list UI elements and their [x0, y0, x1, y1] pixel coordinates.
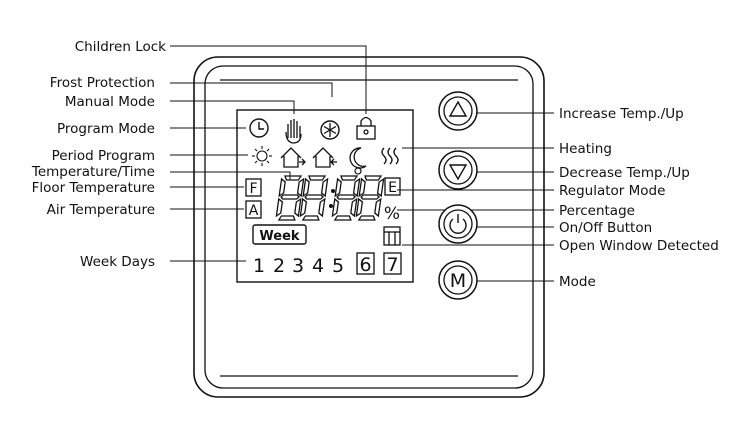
- week-badge: Week: [259, 229, 300, 244]
- label-manual-mode: Manual Mode: [65, 94, 155, 110]
- label-temperature-time: Temperature/Time: [31, 164, 155, 180]
- week-day-1: 1: [253, 255, 265, 277]
- colon-dot-lower: [329, 204, 333, 208]
- snowflake-icon: [320, 120, 340, 140]
- hand-icon: [285, 119, 302, 144]
- week-day-4: 4: [312, 255, 324, 277]
- label-regulator-mode: Regulator Mode: [559, 183, 665, 199]
- leader-children-lock: [170, 45, 367, 114]
- label-program-mode: Program Mode: [57, 121, 155, 137]
- digit-3: [331, 175, 361, 221]
- colon-dot-upper: [331, 189, 335, 193]
- decrease-temp-button[interactable]: [438, 150, 478, 190]
- leader-temperature-time: [170, 171, 291, 180]
- mode-button-letter: M: [450, 270, 466, 292]
- floor-box: [245, 178, 262, 197]
- label-increase-temp: Increase Temp./Up: [559, 106, 684, 122]
- heating-waves-icon: [381, 147, 399, 165]
- label-decrease-temp: Decrease Temp./Up: [559, 165, 690, 181]
- label-air-temperature: Air Temperature: [47, 202, 155, 218]
- power-icon: [449, 214, 467, 234]
- open-window-icon: [383, 226, 401, 246]
- label-children-lock: Children Lock: [75, 39, 166, 55]
- triangle-down-icon: [448, 164, 468, 181]
- digit-1: [275, 175, 305, 221]
- mode-button[interactable]: M: [438, 260, 478, 300]
- temperature-time-digits: [275, 167, 385, 221]
- label-percentage: Percentage: [559, 203, 635, 219]
- digit-4: [355, 175, 385, 221]
- week-day-7-box: [383, 252, 402, 275]
- leader-manual-mode: [170, 100, 295, 114]
- label-on-off-button: On/Off Button: [559, 220, 652, 236]
- increase-temp-button[interactable]: [438, 91, 478, 131]
- week-day-2: 2: [273, 255, 285, 277]
- leader-frost-protection: [170, 82, 333, 97]
- week-day-5: 5: [332, 255, 344, 277]
- clock-icon: [249, 118, 269, 138]
- label-heating: Heating: [559, 141, 612, 157]
- sun-icon: [252, 146, 272, 166]
- label-open-window-detected: Open Window Detected: [559, 238, 719, 254]
- home-arrive-icon: [280, 147, 306, 168]
- label-week-days: Week Days: [80, 254, 155, 270]
- floor-letter: F: [249, 181, 257, 197]
- digit-2: [299, 175, 329, 221]
- label-floor-temperature: Floor Temperature: [32, 180, 155, 196]
- regulator-box: [384, 177, 401, 196]
- percent-symbol: %: [384, 204, 400, 224]
- home-leave-icon: [312, 147, 337, 168]
- moon-icon: [349, 147, 367, 169]
- regulator-letter: E: [388, 180, 397, 196]
- label-mode: Mode: [559, 274, 596, 290]
- on-off-button[interactable]: [438, 204, 478, 244]
- padlock-icon: [356, 116, 376, 140]
- leader-lines: [170, 45, 554, 282]
- label-period-program: Period Program: [52, 148, 155, 164]
- week-day-3: 3: [292, 255, 304, 277]
- week-day-6: 6: [359, 254, 371, 276]
- lcd-screen: [236, 109, 414, 283]
- week-days-row: 1 2 3 4 5 6 7: [253, 252, 402, 277]
- label-frost-protection: Frost Protection: [50, 75, 155, 91]
- week-day-7: 7: [386, 254, 398, 276]
- degree-symbol: [354, 167, 362, 175]
- triangle-up-icon: [448, 100, 468, 117]
- air-box: [245, 200, 262, 219]
- week-badge-frame: [252, 224, 307, 245]
- week-day-6-box: [356, 252, 375, 275]
- air-letter: A: [249, 203, 259, 219]
